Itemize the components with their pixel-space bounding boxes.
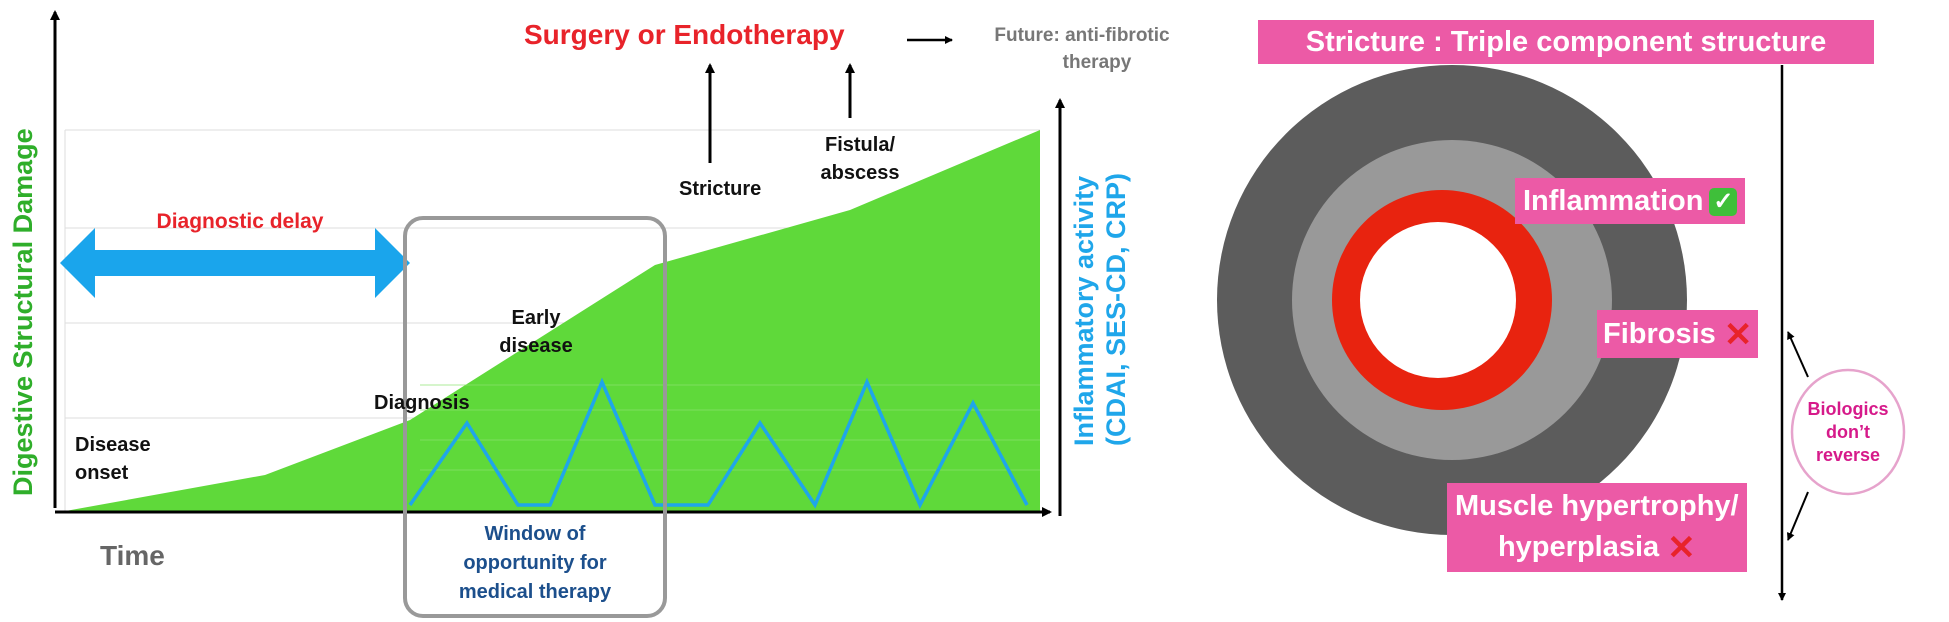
muscle-badge: Muscle hypertrophy/ hyperplasia✕ [1447, 483, 1747, 572]
muscle-line2-row: hyperplasia✕ [1455, 527, 1739, 569]
stricture-title: Stricture : Triple component structure [1258, 20, 1874, 64]
disease-onset-label: Disease onset [75, 431, 151, 487]
early-disease-line1: Early [511, 307, 561, 329]
future-label: Future: anti-fibrotic therapy [962, 22, 1202, 76]
biologics-line3: reverse [1815, 445, 1881, 465]
inflammation-badge: Inflammation✓ [1515, 178, 1746, 224]
inflammation-label: Inflammation [1523, 185, 1704, 217]
future-line2: therapy [1062, 52, 1132, 73]
window-label: Window of opportunity for medical therap… [405, 520, 665, 607]
window-box [403, 216, 667, 618]
biologics-arrow-down [1787, 491, 1809, 541]
early-disease-line2: disease [499, 335, 573, 357]
fistula-label: Fistula/ abscess [805, 131, 915, 187]
diagnostic-delay-arrow [60, 228, 410, 298]
muscle-line1: Muscle hypertrophy/ [1455, 490, 1739, 522]
check-mark-icon: ✓ [1709, 188, 1738, 217]
biologics-label: Biologics don’t reverse [1792, 398, 1904, 467]
surgery-label: Surgery or Endotherapy [524, 19, 845, 50]
stricture-label: Stricture [679, 178, 762, 200]
window-line3: medical therapy [458, 581, 612, 603]
structural-damage-area [60, 130, 1040, 512]
diagnostic-delay-label: Diagnostic delay [156, 210, 324, 233]
fistula-line2: abscess [820, 162, 900, 184]
fibrosis-label: Fibrosis [1603, 318, 1716, 350]
y-axis-right-label-line1: Inflammatory activity [1069, 175, 1099, 446]
window-line1: Window of [484, 523, 586, 545]
biologics-arrow-up [1787, 331, 1809, 378]
future-line1: Future: anti-fibrotic [994, 25, 1170, 46]
y-axis-right-label-line2: (CDAI, SES-CD, CRP) [1101, 172, 1131, 446]
x-axis-label: Time [100, 540, 165, 571]
biologics-line1: Biologics [1807, 399, 1889, 419]
fibrosis-badge: Fibrosis✕ [1597, 310, 1759, 358]
disease-onset-line2: onset [75, 462, 129, 484]
window-line2: opportunity for [463, 552, 607, 574]
inflammatory-activity-line [408, 377, 1029, 510]
lumen [1360, 222, 1516, 378]
diagnosis-label: Diagnosis [374, 392, 470, 414]
y-axis-left-label: Digestive Structural Damage [8, 128, 38, 496]
disease-onset-line1: Disease [75, 434, 151, 456]
y-axis-right-label: Inflammatory activity (CDAI, SES-CD, CRP… [1068, 173, 1132, 446]
early-disease-label: Early disease [476, 304, 596, 360]
biologics-bubble [1790, 368, 1906, 496]
cross-mark-icon: ✕ [1723, 316, 1753, 355]
muscle-line2: hyperplasia [1497, 531, 1660, 563]
fistula-line1: Fistula/ [824, 134, 895, 156]
biologics-line2: don’t [1826, 422, 1870, 442]
cross-mark-icon: ✕ [1667, 528, 1696, 567]
